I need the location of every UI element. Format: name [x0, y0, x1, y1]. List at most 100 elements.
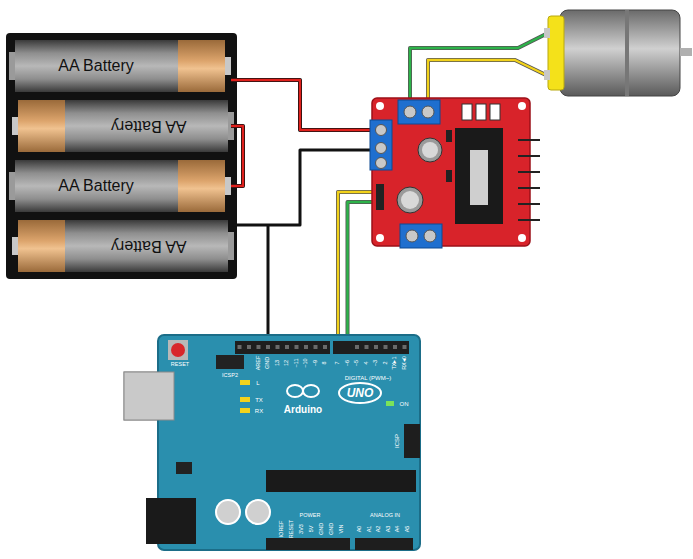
- arduino-board-part: [235, 341, 330, 354]
- arduino-board-part: [266, 470, 416, 492]
- arduino-board-part: [176, 462, 192, 474]
- battery-holder-part: [15, 160, 178, 212]
- board-logo-text: UNO: [347, 387, 374, 399]
- motor-driver-board-part: [518, 234, 526, 242]
- motor-driver-board-part: [462, 104, 472, 120]
- board-silkscreen-label: RX◂0: [402, 356, 408, 370]
- arduino-board-part: [403, 345, 407, 349]
- board-silkscreen-label: ~6: [345, 360, 351, 366]
- arduino-board-part: [285, 345, 289, 349]
- motor-driver-board-part: [397, 187, 423, 213]
- arduino-board-part: [158, 335, 420, 550]
- board-silkscreen-label: TX▸1: [392, 356, 398, 369]
- dc-motor-part: [548, 16, 564, 90]
- arduino-board-part: [339, 383, 381, 403]
- motor-driver-board-part: [376, 102, 384, 110]
- arduino-board-part: [287, 383, 381, 403]
- battery-holder-part: [12, 237, 18, 255]
- arduino-board-part: [287, 385, 303, 397]
- arduino-board-part: [323, 345, 327, 349]
- arduino-board-part: [374, 345, 378, 349]
- board-silkscreen-label: 4: [364, 361, 370, 364]
- series-link-wire: [231, 126, 243, 186]
- motor-driver-board-part: [404, 106, 416, 118]
- power-wires-part: [231, 80, 384, 130]
- battery-holder-part: [18, 220, 65, 272]
- motor-driver-board-part: [406, 230, 418, 242]
- arduino-board-part: [146, 498, 196, 544]
- arduino-board-part: [238, 345, 242, 349]
- battery-holder-part: [225, 57, 231, 75]
- board-silkscreen-label: 5V: [309, 526, 315, 533]
- board-silkscreen-label: ~3: [373, 360, 379, 366]
- motor-driver-board-part: [401, 191, 419, 209]
- board-silkscreen-label: DIGITAL (PWM~): [345, 375, 392, 381]
- battery-cell: AA Battery: [15, 100, 231, 152]
- arduino-board-part: [240, 408, 250, 413]
- dc-motor: [544, 10, 692, 96]
- board-silkscreen-label: A1: [367, 526, 373, 533]
- board-silkscreen-label: ICSP2: [222, 373, 238, 379]
- battery-holder-part: [15, 40, 178, 92]
- motor-driver-board-part: [518, 203, 540, 205]
- arduino-board-part: [240, 380, 250, 385]
- board-silkscreen-label: A2: [376, 526, 382, 533]
- dc-motor-part: [544, 28, 550, 38]
- motor-driver-board-part: [398, 100, 440, 124]
- battery-holder-part: [9, 52, 15, 80]
- power-wires: [231, 80, 384, 342]
- motor-driver-board-part: [518, 155, 540, 157]
- board-silkscreen-label: 2: [383, 361, 389, 364]
- arduino-board-part: [246, 500, 270, 524]
- board-silkscreen-label: POWER: [300, 513, 321, 519]
- board-silkscreen-label: AREF: [256, 356, 262, 371]
- board-silkscreen-label: A5: [405, 526, 411, 533]
- battery-label: AA Battery: [111, 238, 187, 254]
- battery-holder-part: [6, 33, 237, 279]
- board-silkscreen-label: GND: [329, 523, 335, 535]
- board-silkscreen-label: L: [256, 380, 259, 386]
- motor-driver-board-part: [518, 139, 540, 141]
- motor-driver-board-part: [418, 138, 442, 162]
- motor-driver-board-part: [400, 224, 442, 248]
- dc-motor-part: [625, 10, 629, 96]
- motor-driver-board-part: [490, 104, 500, 120]
- board-silkscreen-label: 8: [322, 361, 328, 364]
- arduino-board-part: [171, 343, 185, 357]
- motor-driver-board-part: [518, 187, 540, 189]
- arduino-board-part: [238, 345, 407, 349]
- board-silkscreen-label: ICSP: [394, 434, 400, 448]
- arduino-board-part: [365, 345, 369, 349]
- arduino-board-part: [355, 345, 359, 349]
- power-wires-part: [231, 80, 384, 130]
- arduino-board-part: [168, 340, 188, 360]
- board-silkscreen-label: ~10: [303, 358, 309, 367]
- board-silkscreen-label: GND: [265, 357, 271, 369]
- arduino-board-part: [124, 372, 174, 420]
- board-silkscreen-label: ~11: [294, 359, 300, 368]
- dc-motor-part: [560, 10, 680, 96]
- motor-driver-board-part: [518, 102, 526, 110]
- motor-driver-board-part: [372, 98, 530, 246]
- arduino-board-part: [257, 345, 261, 349]
- battery-holder-part: [178, 40, 225, 92]
- board-silkscreen-label: RX: [255, 408, 263, 414]
- arduino-board-part: [216, 355, 244, 369]
- motor-driver-board-part: [424, 230, 436, 242]
- battery-holder-part: [65, 220, 228, 272]
- arduino-board-part: [216, 500, 240, 524]
- battery-cell: AA Battery: [15, 160, 231, 212]
- arduino-board-part: [404, 424, 420, 458]
- battery-holder-part: [65, 100, 228, 152]
- board-silkscreen-label: ~9: [313, 360, 319, 366]
- dc-motor-part: [544, 70, 550, 80]
- board-silkscreen-label: GND: [319, 523, 325, 535]
- board-silkscreen-label: 13: [275, 360, 281, 366]
- board-silkscreen-label: 7: [335, 361, 341, 364]
- motor-driver-board-part: [376, 158, 387, 169]
- battery-label: AA Battery: [111, 118, 187, 134]
- wire-outline: [231, 126, 243, 186]
- motor-driver-board-part: [446, 130, 452, 142]
- board-silkscreen-label: ~5: [354, 360, 360, 366]
